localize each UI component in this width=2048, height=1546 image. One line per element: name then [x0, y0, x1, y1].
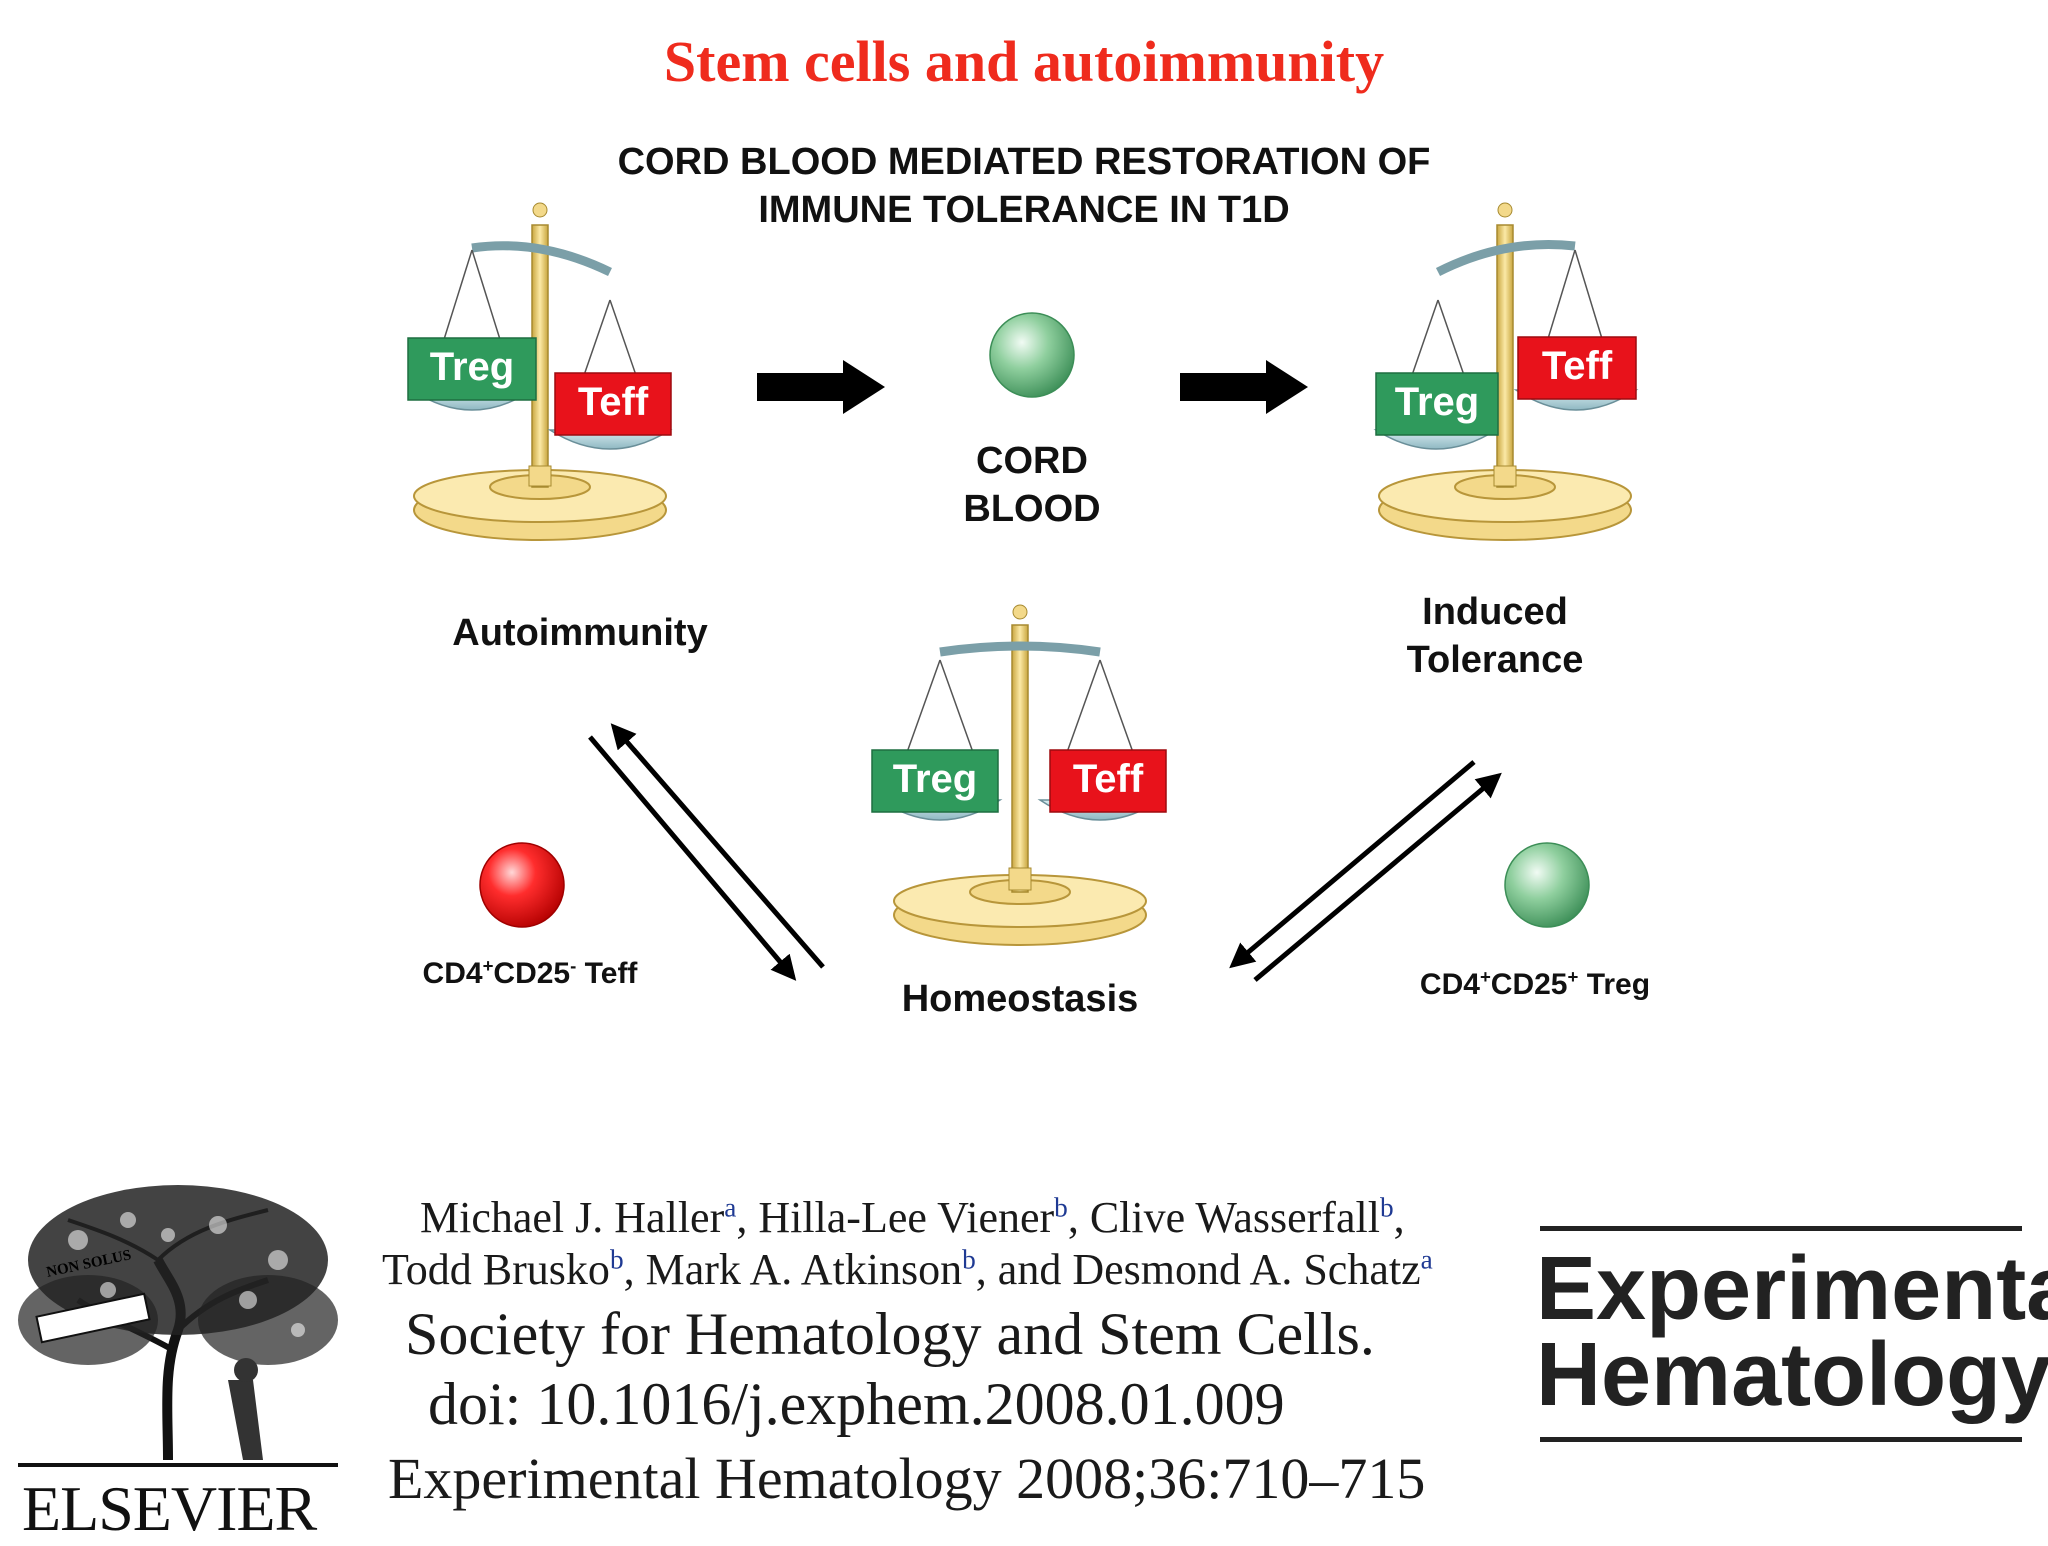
- teff-label-tolerance: Teff: [1541, 344, 1613, 388]
- teff-cell-icon: [479, 842, 565, 928]
- treg-label-tolerance: Treg: [1394, 380, 1480, 424]
- page-title: Stem cells and autoimmunity: [663, 29, 1385, 94]
- homeostasis-label: Homeostasis: [901, 978, 1139, 1020]
- journal-reference: Experimental Hematology 2008;36:710–715: [388, 1446, 1426, 1511]
- authors-line-2: Todd Bruskob, Mark A. Atkinsonb, and Des…: [382, 1244, 1433, 1294]
- authors-line-1: Michael J. Hallera, Hilla-Lee Vienerb, C…: [420, 1192, 1405, 1242]
- treg-cell-label: CD4+CD25+ Treg: [1419, 966, 1651, 1001]
- arrows-autoimmunity-homeostasis: [588, 723, 825, 981]
- elsevier-tree-logo: [18, 1180, 338, 1470]
- teff-cell-label: CD4+CD25- Teff: [422, 955, 638, 990]
- journal-logo-bottom-rule: [1540, 1437, 2022, 1442]
- scale-autoimmunity: [407, 202, 673, 541]
- elsevier-wordmark: ELSEVIER: [22, 1473, 317, 1544]
- society-line: Society for Hematology and Stem Cells.: [405, 1301, 1375, 1367]
- cord-blood-cell-icon: [989, 312, 1075, 398]
- teff-label-homeostasis: Teff: [1072, 757, 1144, 801]
- journal-logo: Experimental Hematology: [1536, 1239, 2048, 1425]
- diagram-subtitle: CORD BLOOD MEDIATED RESTORATION OF IMMUN…: [617, 141, 1431, 231]
- treg-cell-icon: [1504, 842, 1590, 928]
- doi-line: doi: 10.1016/j.exphem.2008.01.009: [428, 1371, 1285, 1437]
- arrow-autoimmunity-to-cordblood: [757, 360, 885, 414]
- induced-tolerance-label: Induced Tolerance: [1406, 591, 1584, 681]
- teff-label-autoimmunity: Teff: [577, 380, 649, 424]
- arrow-cordblood-to-tolerance: [1180, 360, 1308, 414]
- scale-induced-tolerance: [1373, 202, 1639, 541]
- treg-label-homeostasis: Treg: [892, 757, 978, 801]
- journal-logo-top-rule: [1540, 1226, 2022, 1231]
- cord-blood-label: CORD BLOOD: [963, 440, 1101, 530]
- scale-homeostasis: [871, 604, 1167, 946]
- arrows-homeostasis-tolerance: [1229, 760, 1502, 982]
- treg-label-autoimmunity: Treg: [429, 345, 515, 389]
- autoimmunity-label: Autoimmunity: [452, 612, 708, 654]
